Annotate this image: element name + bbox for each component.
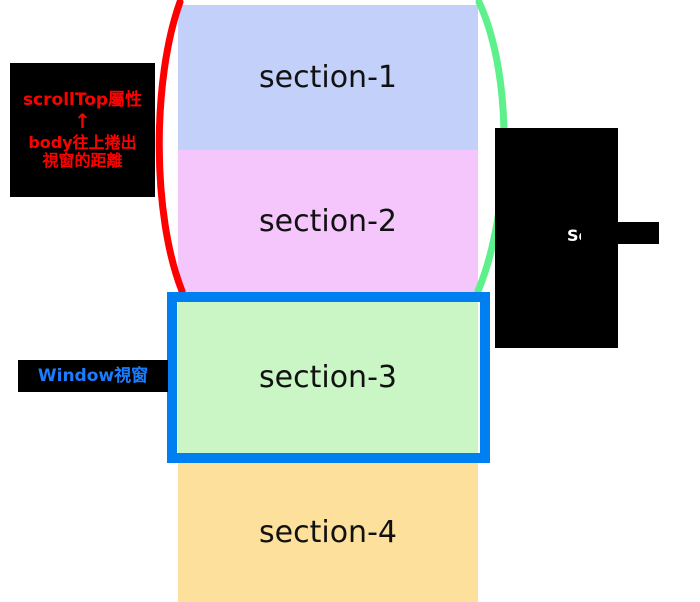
scrolltop-annotation: scrollTop屬性 ↑ body往上捲出 視窗的距離 bbox=[10, 63, 155, 197]
up-arrow-icon: ↑ bbox=[74, 109, 91, 134]
section-block-2: section-2 bbox=[178, 150, 478, 292]
section-label-1: section-1 bbox=[259, 60, 397, 95]
section-block-3: section-3 bbox=[178, 302, 478, 453]
redaction-bar bbox=[581, 222, 659, 244]
section-block-1: section-1 bbox=[178, 5, 478, 150]
scrolltop-title: scrollTop屬性 bbox=[22, 90, 143, 111]
scrolltop-desc-line1: body往上捲出 bbox=[28, 133, 137, 153]
section-label-4: section-4 bbox=[259, 515, 397, 550]
window-viewport-frame bbox=[167, 292, 490, 463]
section-block-4: section-4 bbox=[178, 463, 478, 602]
window-annotation: Window視窗 bbox=[18, 360, 168, 392]
section-label-3: section-3 bbox=[259, 360, 397, 395]
scrolltop-desc-line2: 視窗的距離 bbox=[42, 150, 123, 170]
window-label: Window視窗 bbox=[37, 365, 149, 386]
section-label-2: section-2 bbox=[259, 203, 397, 239]
scrollheight-annotation: Sc bbox=[495, 128, 659, 348]
